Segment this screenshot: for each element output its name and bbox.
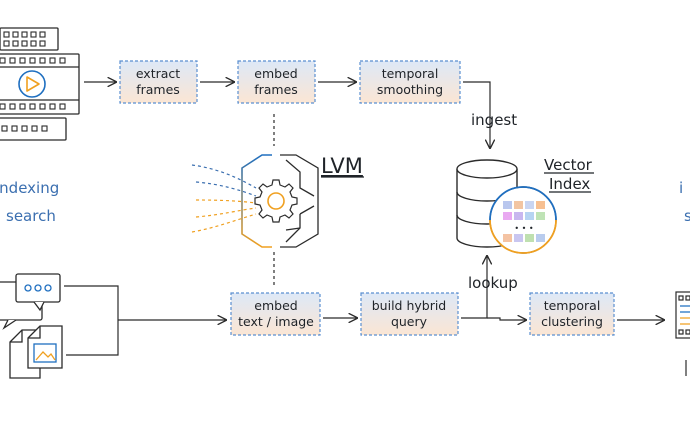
box-temporal-smoothing: temporal smoothing bbox=[359, 60, 461, 104]
divider-right: i s bbox=[600, 179, 690, 225]
bottom-arrows bbox=[323, 256, 664, 320]
vector-index-icon: • • • bbox=[489, 186, 557, 254]
box-embed-text-image: embed text / image bbox=[230, 292, 321, 336]
box-clustering-line2: clustering bbox=[541, 314, 603, 329]
box-extract-line1: extract bbox=[136, 66, 180, 81]
box-smoothing-line1: temporal bbox=[382, 66, 439, 81]
result-film-icon bbox=[675, 291, 690, 376]
lookup-label: lookup bbox=[468, 274, 518, 292]
indexing-label: indexing bbox=[0, 179, 59, 197]
divider-left: indexing search bbox=[0, 179, 135, 225]
box-embed-frames-line1: embed bbox=[254, 66, 297, 81]
vector-dots: • • • bbox=[514, 224, 533, 233]
indexing-right-label: i bbox=[679, 179, 683, 197]
index-label: Index bbox=[549, 175, 590, 193]
top-arrows bbox=[84, 82, 490, 148]
box-extract-frames: extract frames bbox=[119, 60, 198, 104]
box-temporal-clustering: temporal clustering bbox=[529, 292, 615, 336]
box-query-line2: query bbox=[391, 314, 428, 329]
ingest-label: ingest bbox=[471, 111, 517, 129]
search-right-label: s bbox=[684, 207, 690, 225]
box-embed-frames: embed frames bbox=[237, 60, 316, 104]
gear-brain-icon bbox=[191, 154, 319, 248]
video-film-icon bbox=[0, 27, 80, 141]
box-embed-text-line1: embed bbox=[254, 298, 297, 313]
documents-image-icon bbox=[9, 325, 63, 379]
box-build-hybrid-query: build hybrid query bbox=[360, 292, 459, 336]
search-label: search bbox=[6, 207, 56, 225]
box-extract-line2: frames bbox=[136, 82, 180, 97]
box-embed-frames-line2: frames bbox=[254, 82, 298, 97]
box-query-line1: build hybrid bbox=[372, 298, 447, 313]
input-connector bbox=[64, 285, 226, 356]
chat-bubbles-icon bbox=[0, 273, 61, 330]
box-embed-text-line2: text / image bbox=[238, 314, 314, 329]
vector-label: Vector bbox=[544, 156, 593, 174]
lvm-label: LVM bbox=[321, 154, 363, 178]
box-smoothing-line2: smoothing bbox=[377, 82, 443, 97]
box-clustering-line1: temporal bbox=[544, 298, 601, 313]
